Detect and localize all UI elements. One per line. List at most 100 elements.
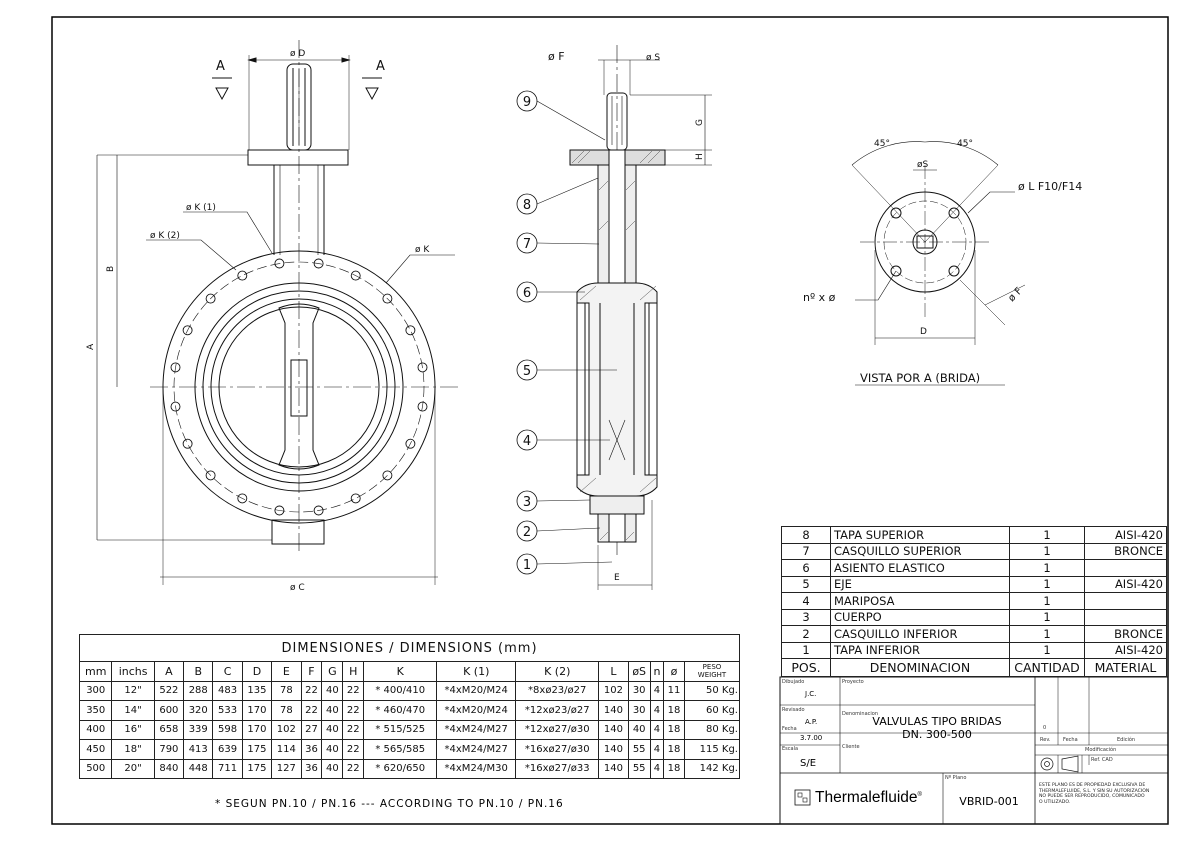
- balloon-label: 2: [523, 525, 531, 540]
- table-cell: 20": [111, 758, 155, 779]
- modificacion-label: Modificación: [1085, 747, 1117, 753]
- parts-cell-name: TAPA SUPERIOR: [830, 526, 1010, 544]
- parts-cell-material: AISI-420: [1084, 526, 1167, 544]
- parts-cell-material: BRONCE: [1084, 542, 1167, 560]
- fecha-col-label: Fecha: [1063, 737, 1078, 743]
- parts-cell-qty: 1: [1009, 641, 1085, 659]
- balloon-circle: [516, 490, 538, 512]
- parts-cell-qty: 1: [1009, 526, 1085, 544]
- dim-c-label: ø C: [290, 583, 305, 593]
- table-cell: 658: [153, 719, 185, 740]
- table-cell: 78: [271, 700, 302, 721]
- edicion-label: Edición: [1117, 737, 1136, 743]
- table-cell: 140: [598, 758, 629, 779]
- denominacion-line2: DN. 300-500: [902, 728, 972, 741]
- sheet-border: [51, 16, 1169, 825]
- section-mark-right: A: [376, 59, 385, 74]
- balloon-label: 5: [523, 364, 531, 379]
- flange-bolts-label: nº x ø: [803, 291, 836, 304]
- col-header: G: [321, 661, 344, 682]
- balloon-label: 3: [523, 495, 531, 510]
- table-cell: 4: [649, 719, 665, 740]
- escala-label: Escala: [782, 746, 799, 752]
- table-cell: 840: [153, 758, 185, 779]
- table-cell: 175: [241, 739, 273, 760]
- table-cell: * 620/650: [363, 758, 438, 779]
- table-cell: 4: [649, 758, 665, 779]
- plano-label: Nº Plano: [945, 775, 967, 781]
- title-block: [779, 676, 1169, 825]
- table-cell: 55: [627, 739, 651, 760]
- table-cell: 78: [271, 680, 302, 701]
- table-cell: 413: [183, 739, 214, 760]
- parts-cell-material: AISI-420: [1084, 641, 1167, 659]
- copyright-line: O UTILIZADO.: [1039, 799, 1071, 805]
- table-cell: 18: [663, 739, 685, 760]
- table-cell: 140: [598, 719, 629, 740]
- balloon-circle: [516, 281, 538, 303]
- parts-cell-name: EJE: [830, 575, 1010, 593]
- table-cell: 711: [212, 758, 243, 779]
- table-cell: 4: [649, 700, 665, 721]
- dim-k1-label: ø K (1): [186, 203, 216, 213]
- balloon-circle: [516, 553, 538, 575]
- company-logo-text: Thermalefluide®: [815, 789, 922, 807]
- parts-cell-name: CUERPO: [830, 608, 1010, 626]
- balloon-label: 4: [523, 434, 531, 449]
- col-header: F: [300, 661, 323, 682]
- table-cell: 18: [663, 719, 685, 740]
- col-header: K: [363, 661, 438, 682]
- table-cell: *4xM20/M24: [436, 700, 517, 721]
- table-cell: 40: [627, 719, 651, 740]
- flange-l-label: ø L F10/F14: [1018, 180, 1082, 193]
- bolt-hole: [313, 258, 324, 269]
- bolt-hole: [405, 438, 416, 449]
- table-cell: 22: [342, 680, 365, 701]
- table-cell: *12xø23/ø27: [515, 700, 600, 721]
- table-cell: 448: [183, 758, 214, 779]
- table-cell: 55: [627, 758, 651, 779]
- revisado-value: A.P.: [805, 718, 818, 726]
- balloon-leader: [536, 177, 599, 205]
- table-cell: *16xø27/ø33: [515, 758, 600, 779]
- parts-cell-qty: 1: [1009, 542, 1085, 560]
- bolt-hole: [313, 505, 324, 516]
- table-cell: 4: [649, 739, 665, 760]
- bolt-hole: [274, 505, 285, 516]
- section-mark-left: A: [216, 59, 225, 74]
- table-cell: *12xø27/ø30: [515, 719, 600, 740]
- bolt-hole: [417, 401, 428, 412]
- angle-right-label: 45°: [957, 139, 973, 149]
- balloon-leader: [536, 527, 601, 532]
- bolt-hole: [182, 325, 193, 336]
- dimensions-title: DIMENSIONES / DIMENSIONS (mm): [79, 634, 740, 662]
- col-header: inchs: [111, 661, 155, 682]
- balloon-leader: [536, 561, 613, 565]
- balloon-leader: [536, 499, 591, 502]
- bolt-hole: [350, 493, 361, 504]
- col-header: E: [271, 661, 302, 682]
- table-cell: *4xM24/M27: [436, 719, 517, 740]
- balloon-label: 6: [523, 286, 531, 301]
- parts-cell-qty: 1: [1009, 592, 1085, 610]
- parts-header-material: MATERIAL: [1084, 658, 1167, 677]
- flange-d-label: D: [920, 327, 927, 337]
- table-cell: 350: [78, 700, 113, 721]
- proyecto-label: Proyecto: [842, 679, 864, 685]
- table-cell: *8xø23/ø27: [515, 680, 600, 701]
- balloon-circle: [516, 90, 538, 112]
- table-cell: * 460/470: [363, 700, 438, 721]
- parts-cell-material: AISI-420: [1084, 575, 1167, 593]
- peso-label: PESO: [702, 663, 722, 672]
- table-cell: 522: [153, 680, 185, 701]
